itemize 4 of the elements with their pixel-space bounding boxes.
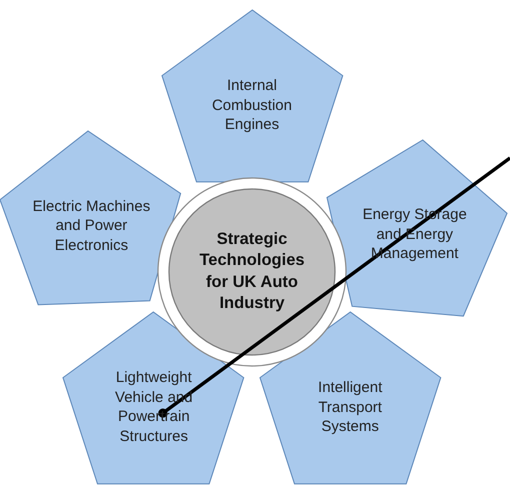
pentagon-label: Electric Machines and Power Electronics (32, 196, 152, 256)
hub-label: Strategic Technologies for UK Auto Industry (198, 229, 306, 314)
pentagon-label: Intelligent Transport Systems (317, 378, 384, 436)
pentagon-label: Internal Combustion Engines (210, 76, 293, 134)
